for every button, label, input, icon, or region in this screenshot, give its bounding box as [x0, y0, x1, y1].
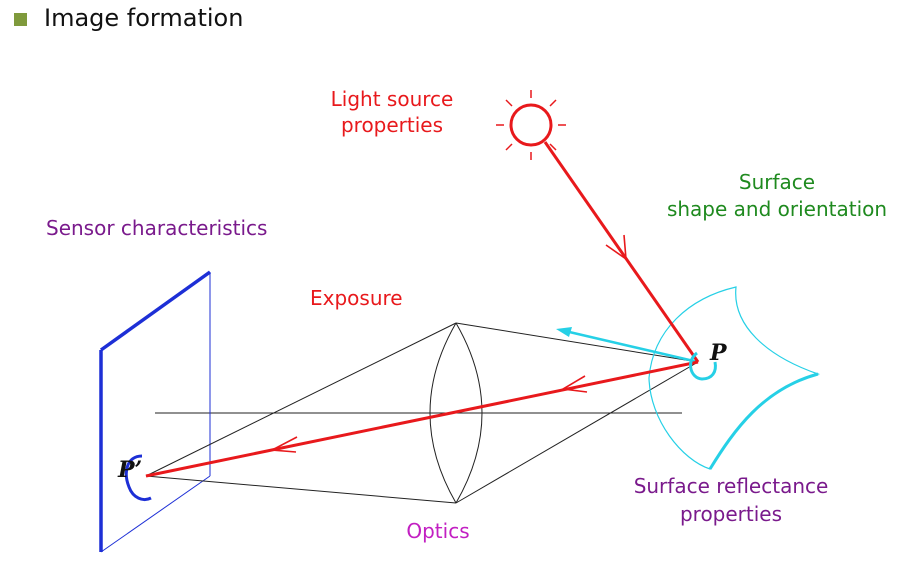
slide-title: Image formation — [44, 4, 244, 32]
sun-icon — [496, 90, 566, 160]
reflectance-label-line1: Surface reflectance — [634, 474, 829, 498]
incident-ray — [543, 141, 700, 363]
surface-shape-label-line2: shape and orientation — [667, 197, 887, 221]
exposure-label: Exposure — [310, 286, 403, 310]
image-ray — [145, 360, 699, 478]
point-p-prime-label: P’ — [117, 457, 142, 483]
reflected-ray — [556, 327, 699, 364]
sensor-plane — [99, 270, 212, 553]
surface-patch — [648, 286, 821, 470]
light-source-label-line2: properties — [341, 113, 443, 137]
reflectance-label-line2: properties — [680, 502, 782, 526]
bullet-square-icon — [14, 13, 27, 26]
surface-shape-label-line1: Surface — [739, 170, 815, 194]
optics-label: Optics — [406, 519, 469, 543]
light-source-label-line1: Light source — [331, 87, 454, 111]
sensor-label: Sensor characteristics — [46, 216, 267, 240]
point-p-label: P — [709, 340, 728, 366]
point-p-arc — [689, 351, 717, 381]
lens — [429, 322, 483, 504]
surface-patch-edge — [708, 372, 819, 470]
ray-cone — [145, 322, 699, 504]
point-p-prime-arc — [124, 454, 152, 502]
